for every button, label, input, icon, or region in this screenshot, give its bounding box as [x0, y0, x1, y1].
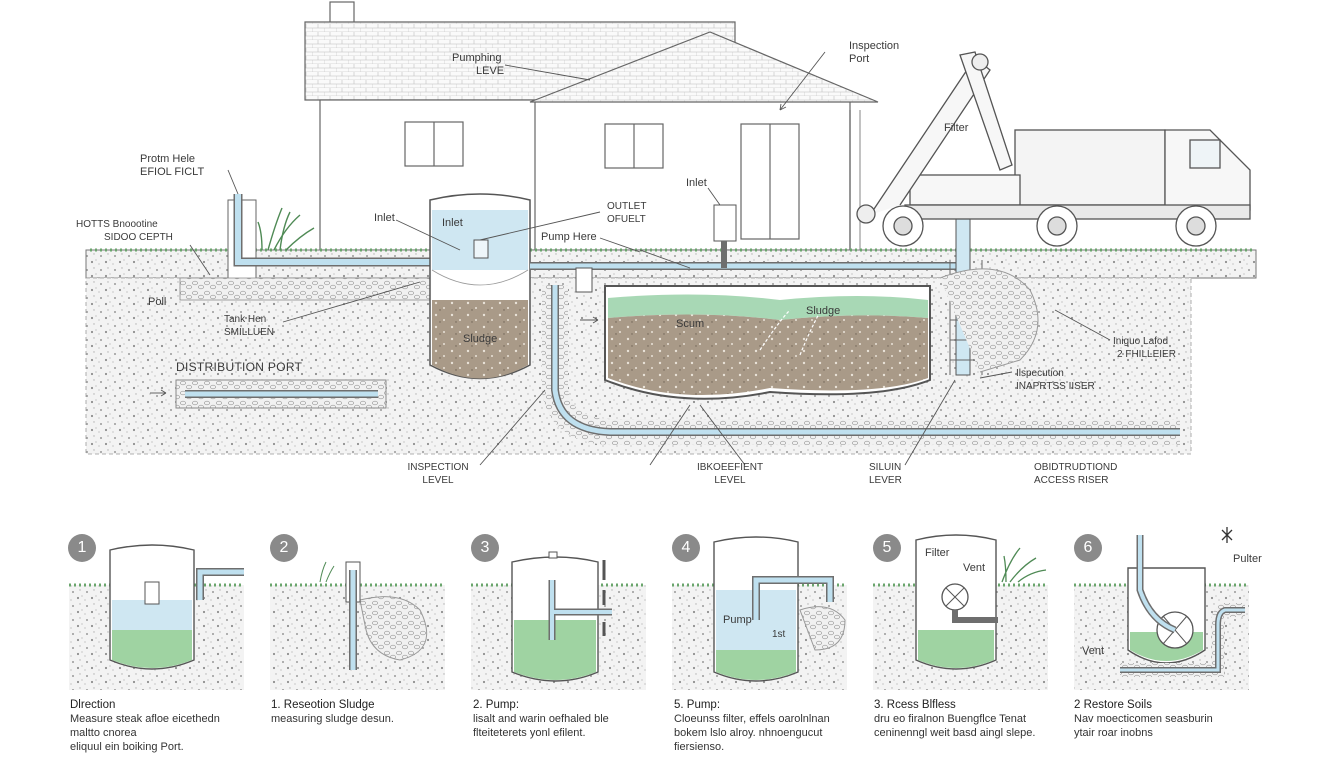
main-scene: [85, 1, 1257, 466]
step-4-side-label: 1st: [772, 629, 786, 640]
step-4-pump-label: Pump: [723, 614, 752, 626]
poll-label: Poll: [148, 296, 167, 308]
step-5-vent-label: Vent: [963, 562, 986, 574]
step-6-badge: 6: [1074, 534, 1102, 562]
distribution-port-label: DISTRIBUTION PORT: [176, 360, 303, 374]
step-1-badge: 1: [68, 534, 96, 562]
filter-label: Filter: [944, 122, 969, 134]
step-4-badge: 4: [672, 534, 700, 562]
step-3-badge: 3: [471, 534, 499, 562]
step-6-illustration: [1074, 527, 1249, 690]
step-panels: [69, 527, 1249, 690]
sludge-label: Sludge: [806, 305, 841, 317]
left-tank: [429, 193, 531, 380]
scum-label: Scum: [676, 318, 705, 330]
pump-truck: [856, 51, 1251, 247]
step-2-badge: 2: [270, 534, 298, 562]
step-3-illustration: [471, 551, 646, 690]
inlet-left-label: Inlet: [374, 212, 395, 224]
step-6-caption: 2 Restore Soils Nav moecticomen seasburi…: [1074, 699, 1213, 739]
main-tank: [604, 285, 931, 400]
step-4-illustration: [672, 536, 847, 690]
left-tank-sludge-label: Sludge: [463, 333, 498, 345]
step-5-filter-label: Filter: [925, 547, 950, 559]
pump-here-label: Pump Here: [541, 231, 597, 243]
step-5-caption: 3. Rcess Blfless dru eo firalnon Buengfl…: [874, 699, 1036, 739]
step-6-vent-label: Vent: [1082, 645, 1105, 657]
step-5-badge: 5: [873, 534, 901, 562]
step-2-caption: 1. Reseotion Sludge measuring sludge des…: [271, 699, 394, 725]
step-4-caption: 5. Pump: Cloeunss filter, effels oarolnl…: [674, 699, 830, 753]
tank-inlet-label: Inlet: [442, 217, 463, 229]
step-5-illustration: [873, 534, 1048, 690]
step-2-illustration: [270, 561, 445, 690]
step-1-illustration: [69, 544, 244, 690]
inlet-right-label: Inlet: [686, 177, 707, 189]
step-6-pulter-label: Pulter: [1233, 553, 1262, 565]
